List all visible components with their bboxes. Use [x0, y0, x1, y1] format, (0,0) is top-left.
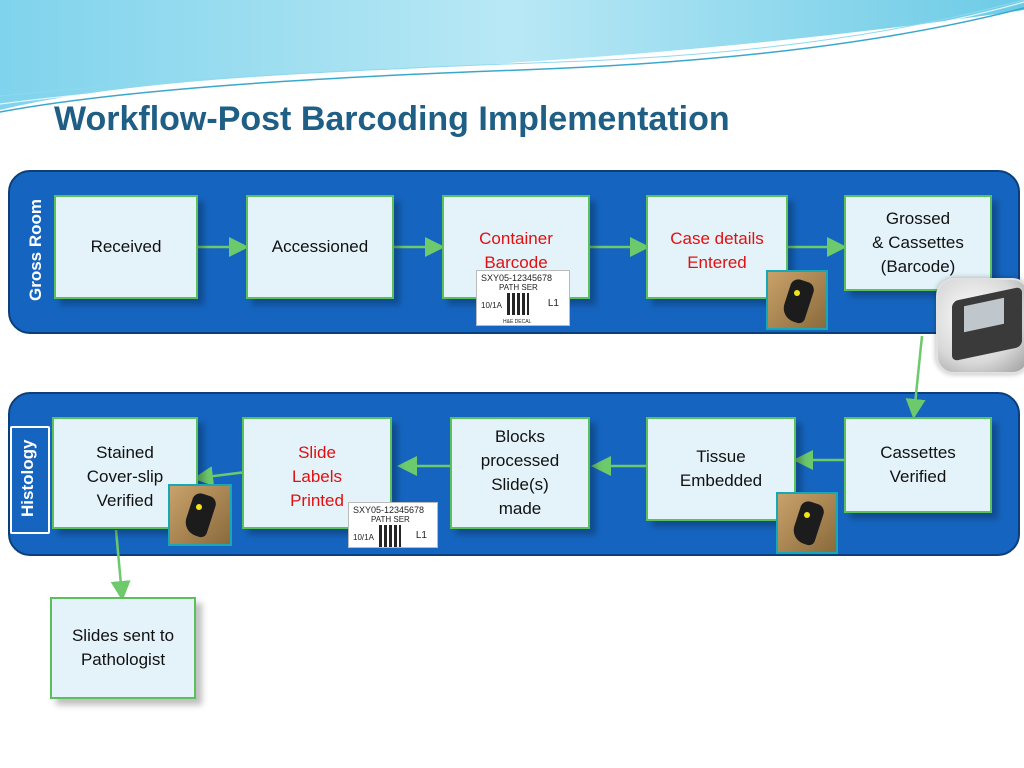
- barcode-scanner-icon: [168, 484, 232, 546]
- container-label-decal: H&E DECAL: [503, 319, 532, 325]
- step-received: Received: [54, 195, 198, 299]
- barcode-scanner-icon: [776, 492, 838, 554]
- container-label-id: SXY05-12345678: [481, 273, 553, 283]
- step-slides-sent-text: Slides sent to Pathologist: [71, 626, 175, 669]
- datamatrix-icon: [379, 525, 401, 547]
- step-blocks-processed: Blocks processed Slide(s) made: [450, 417, 590, 529]
- step-case-details-text: Case details Entered: [670, 229, 764, 272]
- page-title: Workflow-Post Barcoding Implementation: [54, 100, 730, 138]
- histology-label: Histology: [18, 439, 37, 517]
- step-received-text: Received: [90, 237, 162, 256]
- barcode-scanner-icon: [766, 270, 828, 330]
- step-accessioned-text: Accessioned: [271, 237, 369, 256]
- container-barcode-label: SXY05-12345678 PATH SER 10/1A L1 H&E DEC…: [476, 270, 570, 326]
- step-slides-sent: Slides sent to Pathologist: [50, 597, 196, 699]
- step-tissue-embedded: Tissue Embedded: [646, 417, 796, 521]
- gross-room-label: Gross Room: [26, 198, 45, 302]
- container-label-level: L1: [547, 298, 559, 309]
- step-cassettes-verified-text: Cassettes Verified: [880, 443, 956, 486]
- step-stained-text: Stained Cover-slip Verified: [86, 443, 164, 510]
- slide-label-id: SXY05-12345678: [353, 505, 425, 515]
- slide-label-part: 10/1A: [353, 533, 374, 542]
- cassette-printer-icon: [936, 278, 1024, 374]
- step-blocks-processed-text: Blocks processed Slide(s) made: [480, 427, 560, 518]
- container-label-part: 10/1A: [481, 301, 502, 310]
- step-grossed: Grossed & Cassettes (Barcode): [844, 195, 992, 291]
- slide-label-service: PATH SER: [371, 515, 410, 524]
- step-accessioned: Accessioned: [246, 195, 394, 299]
- step-grossed-text: Grossed & Cassettes (Barcode): [872, 209, 964, 276]
- step-case-details: Case details Entered: [646, 195, 788, 299]
- step-cassettes-verified: Cassettes Verified: [844, 417, 992, 513]
- slide-label-level: L1: [415, 530, 427, 541]
- step-tissue-embedded-text: Tissue Embedded: [679, 447, 763, 490]
- step-slide-labels-text: Slide Labels Printed: [290, 443, 344, 510]
- histology-tab: [10, 426, 50, 534]
- slide-barcode-label: SXY05-12345678 PATH SER 10/1A L1: [348, 502, 438, 548]
- datamatrix-icon: [507, 293, 529, 315]
- step-container-barcode-text: Container Barcode: [479, 229, 553, 272]
- header-wave: [0, 0, 1024, 113]
- container-label-service: PATH SER: [499, 283, 538, 292]
